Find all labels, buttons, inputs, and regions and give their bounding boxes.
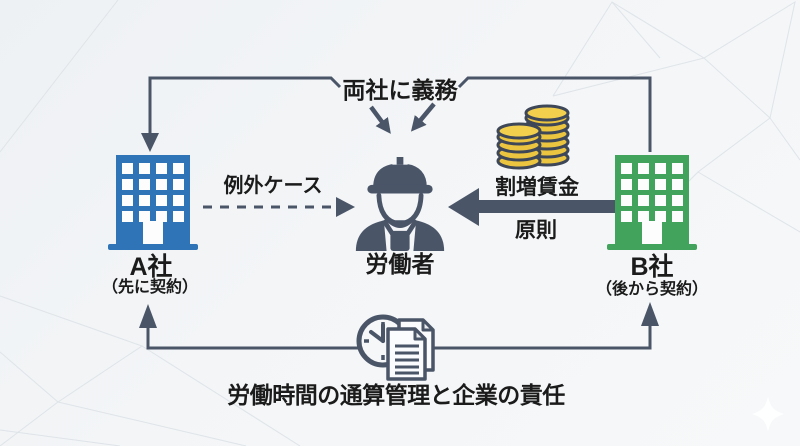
coin-stack-front (496, 122, 542, 170)
obligation-line-to-b (457, 76, 652, 152)
obligation-arrows-to-worker (369, 102, 436, 134)
worker-hardhat-icon (355, 157, 445, 251)
company-a-note: （先に契約） (101, 279, 199, 296)
exception-case-label: 例外ケース (223, 175, 323, 197)
obligation-both-label: 両社に義務 (342, 77, 458, 103)
premium-wage-label: 割増賃金 (495, 176, 579, 199)
obligation-arrow-to-a (141, 76, 342, 152)
bottom-caption: 労働時間の通算管理と企業の責任 (227, 382, 565, 408)
principle-label: 原則 (515, 219, 557, 242)
documents-icon (386, 318, 435, 381)
company-a-building-icon (108, 155, 198, 250)
worker-label: 労働者 (365, 251, 435, 277)
company-b-building-icon (607, 155, 697, 250)
company-a-name: A社 (129, 253, 173, 281)
coin-stacks-icon (496, 104, 570, 170)
company-b-name: B社 (630, 253, 674, 281)
sparkle-icon (752, 396, 784, 432)
exception-dashed-arrow (203, 197, 355, 217)
company-b-note: （後から契約） (595, 281, 709, 298)
premium-wage-arrow (448, 188, 616, 226)
document-front (386, 327, 427, 381)
